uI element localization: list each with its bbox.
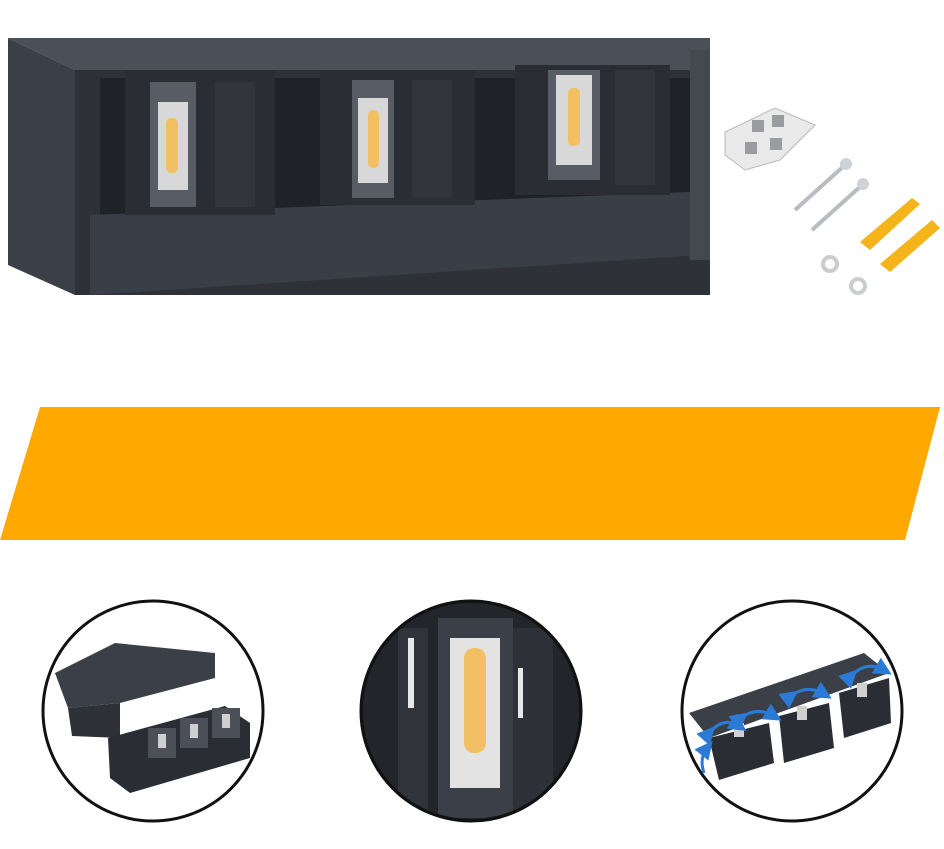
rotation-arrows [694, 657, 892, 774]
wall-light-illustration [8, 38, 940, 295]
lower-panel [90, 192, 700, 295]
cover-piece [55, 643, 215, 738]
light-head-1 [125, 70, 275, 215]
led-1 [166, 118, 178, 173]
detail-adjustable-heads [679, 598, 905, 824]
head-right [839, 678, 891, 738]
led-3 [568, 88, 580, 146]
led-strip-closeup [464, 648, 486, 753]
light-head-2 [320, 70, 475, 205]
light-head-3 [515, 65, 670, 195]
detail-led-closeup [358, 598, 584, 824]
head-middle [779, 703, 834, 763]
terminal-block [724, 107, 816, 171]
led-2 [368, 110, 379, 168]
base-with-heads [108, 706, 250, 793]
housing-right-edge [690, 50, 710, 260]
orange-banner [0, 400, 944, 545]
washers [821, 255, 867, 295]
housing-left-side [8, 38, 75, 295]
product-hero [0, 20, 944, 310]
detail-cover-removed [40, 598, 266, 824]
housing-top [8, 38, 710, 70]
screws [793, 158, 869, 232]
wall-plugs [860, 198, 940, 272]
